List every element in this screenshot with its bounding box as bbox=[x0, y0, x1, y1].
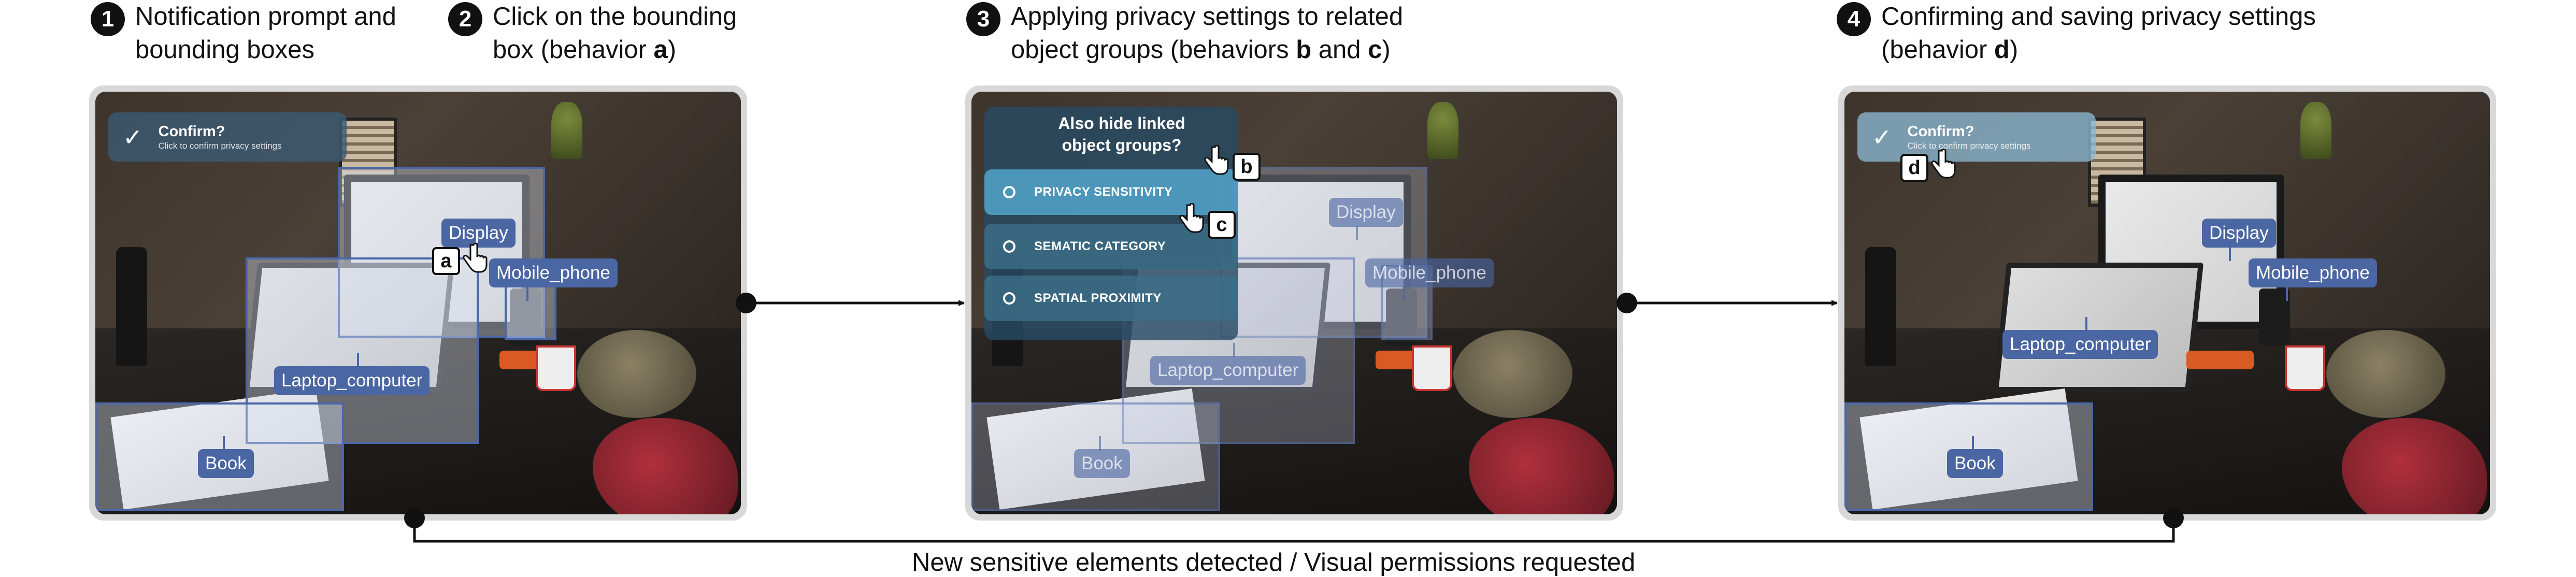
hand-cursor-icon bbox=[463, 243, 488, 273]
toast-subtitle: Click to confirm privacy settings bbox=[1907, 140, 2031, 151]
step-3-heading: 3 Applying privacy settings to related o… bbox=[966, 0, 1403, 66]
label-laptop-computer: Laptop_computer bbox=[274, 366, 430, 395]
step-1-line-2: bounding boxes bbox=[135, 36, 315, 64]
arrow-panel-1-to-2 bbox=[736, 293, 965, 313]
step-1-heading: 1 Notification prompt and bounding boxes bbox=[91, 0, 396, 66]
option-privacy-sensitivity[interactable]: PRIVACY SENSITIVITY bbox=[984, 169, 1238, 215]
step-number-4: 4 bbox=[1837, 2, 1871, 36]
step-1-line-1: Notification prompt and bbox=[135, 3, 396, 31]
badge-d: d bbox=[1900, 154, 1928, 182]
hand-cursor-icon bbox=[1204, 145, 1229, 175]
loop-caption: New sensitive elements detected / Visual… bbox=[912, 549, 1636, 576]
toast-subtitle: Click to confirm privacy settings bbox=[158, 140, 282, 151]
label-display: Display bbox=[441, 219, 516, 248]
check-icon: ✓ bbox=[1872, 123, 1892, 151]
toast-title: Confirm? bbox=[1907, 123, 1974, 140]
step-number-2: 2 bbox=[448, 2, 482, 36]
badge-a: a bbox=[432, 247, 460, 275]
hand-cursor-icon bbox=[1179, 203, 1204, 233]
desk-photo: Display Mobile_phone Laptop_computer Boo… bbox=[971, 92, 1617, 514]
option-spatial-proximity[interactable]: SPATIAL PROXIMITY bbox=[984, 276, 1238, 321]
menu-title: Also hide linked object groups? bbox=[1058, 114, 1185, 154]
radio-icon bbox=[1003, 240, 1015, 253]
badge-c: c bbox=[1208, 211, 1236, 239]
badge-b: b bbox=[1233, 153, 1261, 181]
label-laptop-computer: Laptop_computer bbox=[2002, 330, 2158, 359]
hand-cursor-icon bbox=[1931, 149, 1956, 179]
label-book: Book bbox=[1074, 449, 1130, 478]
step-4-line-1: Confirming and saving privacy settings bbox=[1881, 3, 2316, 31]
arrow-panel-2-to-3 bbox=[1616, 293, 1838, 313]
label-mobile-phone: Mobile_phone bbox=[1365, 258, 1494, 287]
label-display: Display bbox=[2202, 219, 2276, 248]
confirm-toast[interactable]: ✓ Confirm? Click to confirm privacy sett… bbox=[1857, 112, 2096, 162]
desk-photo: Display Mobile_phone Laptop_computer Boo… bbox=[95, 92, 741, 514]
desk-photo: Display Mobile_phone Laptop_computer Boo… bbox=[1844, 92, 2490, 514]
arrow-loop-back bbox=[404, 508, 2184, 543]
bbox-display[interactable] bbox=[338, 167, 545, 338]
label-mobile-phone: Mobile_phone bbox=[2249, 258, 2377, 287]
label-display: Display bbox=[1329, 198, 1403, 227]
radio-icon bbox=[1003, 292, 1015, 305]
step-2-heading: 2 Click on the bounding box (behavior a) bbox=[448, 0, 737, 66]
step-3-line-1: Applying privacy settings to related bbox=[1011, 3, 1404, 31]
panel-step-3: Display Mobile_phone Laptop_computer Boo… bbox=[965, 85, 1623, 521]
label-laptop-computer: Laptop_computer bbox=[1150, 356, 1306, 385]
panel-steps-1-2: Display Mobile_phone Laptop_computer Boo… bbox=[89, 85, 747, 521]
label-mobile-phone: Mobile_phone bbox=[489, 258, 618, 287]
step-2-line-1: Click on the bounding bbox=[493, 3, 737, 31]
bbox-display[interactable] bbox=[1220, 167, 1427, 338]
check-icon: ✓ bbox=[123, 123, 143, 151]
step-number-3: 3 bbox=[966, 2, 1000, 36]
label-book: Book bbox=[198, 449, 254, 478]
step-number-1: 1 bbox=[91, 2, 125, 36]
label-book: Book bbox=[1947, 449, 2003, 478]
confirm-toast[interactable]: ✓ Confirm? Click to confirm privacy sett… bbox=[108, 112, 347, 162]
panel-step-4: Display Mobile_phone Laptop_computer Boo… bbox=[1838, 85, 2496, 521]
radio-icon bbox=[1003, 186, 1015, 198]
step-4-heading: 4 Confirming and saving privacy settings… bbox=[1837, 0, 2316, 66]
toast-title: Confirm? bbox=[158, 123, 225, 140]
bbox-laptop-computer[interactable] bbox=[246, 257, 479, 444]
